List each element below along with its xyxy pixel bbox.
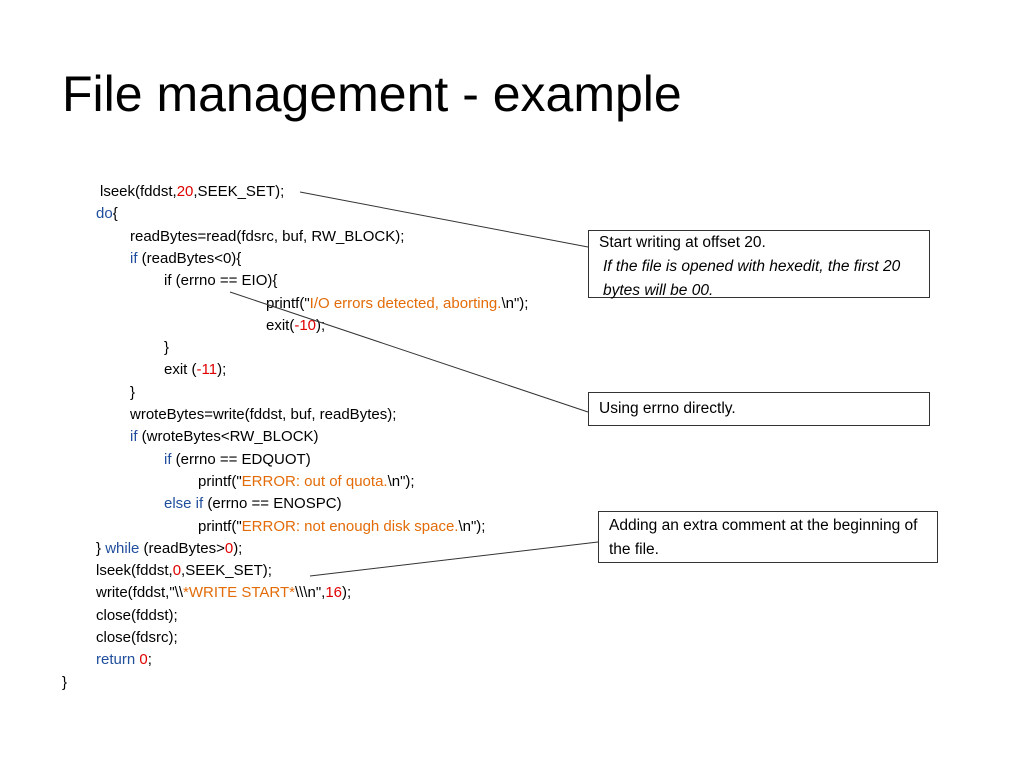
code-text: \\\n",: [294, 584, 326, 602]
code-text: close(fdsrc);: [96, 629, 178, 646]
code-text: ;: [147, 651, 152, 669]
code-keyword: else if: [164, 495, 204, 513]
code-text: }: [96, 539, 106, 557]
callout-offset-line2: If the file is opened with hexedit, the …: [603, 258, 901, 299]
connector-offset: [299, 191, 589, 248]
code-line: lseek(fddst,0,SEEK_SET);: [96, 561, 272, 581]
code-string: I/O errors detected, aborting.: [309, 294, 502, 312]
code-number: -10: [294, 316, 317, 334]
code-text: }: [164, 339, 170, 357]
code-text: {: [112, 205, 118, 223]
code-text: (readBytes<0){: [137, 249, 242, 267]
code-line: wroteBytes=write(fddst, buf, readBytes);: [130, 405, 396, 425]
code-line: printf("ERROR: out of quota.\n");: [198, 472, 415, 492]
code-line: exit (-11);: [164, 360, 226, 380]
code-line: if (readBytes<0){: [130, 249, 241, 269]
code-text: printf(": [198, 472, 242, 490]
code-keyword: do: [96, 205, 113, 223]
code-text: printf(": [198, 517, 242, 535]
code-text: }: [130, 383, 136, 401]
code-text: lseek(fddst,: [100, 183, 177, 200]
code-text: write(fddst,"\\: [96, 584, 184, 602]
callout-offset-line1: Start writing at offset 20.: [599, 234, 766, 251]
code-line: printf("I/O errors detected, aborting.\n…: [266, 294, 528, 314]
connector-errno: [229, 291, 589, 413]
code-line: if (errno == EDQUOT): [164, 450, 311, 470]
code-line: if (errno == EIO){: [164, 271, 277, 291]
code-number: 0: [224, 539, 234, 557]
code-line: return 0;: [96, 650, 152, 670]
code-keyword: if: [130, 249, 138, 267]
code-line: close(fddst);: [96, 606, 178, 626]
code-line: write(fddst,"\\*WRITE START*\\\n",16);: [96, 583, 351, 603]
code-line: exit(-10);: [266, 316, 325, 336]
slide-title: File management - example: [62, 66, 682, 122]
code-text: if (errno == EIO){: [164, 272, 278, 290]
code-text: exit (: [164, 361, 197, 379]
code-number: 0: [139, 651, 148, 669]
callout-offset: Start writing at offset 20. If the file …: [588, 230, 930, 299]
code-number: 20: [176, 183, 194, 200]
code-text: );: [342, 584, 352, 602]
code-line: }: [164, 338, 169, 358]
code-string: *WRITE START*: [183, 584, 295, 602]
code-number: 16: [325, 584, 342, 602]
code-text: (errno == ENOSPC): [203, 495, 342, 513]
code-number: -11: [196, 361, 218, 379]
code-keyword: if: [130, 428, 138, 446]
code-text: \n");: [458, 517, 486, 535]
code-number: 0: [172, 562, 182, 580]
code-text: );: [233, 539, 243, 557]
code-text: }: [62, 673, 68, 691]
code-line: } while (readBytes>0);: [96, 539, 242, 559]
code-text: exit(: [266, 316, 295, 334]
code-line: if (wroteBytes<RW_BLOCK): [130, 427, 319, 447]
code-text: (wroteBytes<RW_BLOCK): [137, 428, 319, 446]
connector-comment: [309, 541, 599, 577]
code-text: close(fddst);: [96, 606, 178, 624]
code-line: printf("ERROR: not enough disk space.\n"…: [198, 517, 485, 537]
code-text: \n");: [387, 472, 415, 490]
code-line: lseek(fddst,20,SEEK_SET);: [100, 182, 284, 202]
code-text: lseek(fddst,: [96, 562, 173, 580]
code-keyword: while: [105, 539, 140, 557]
code-line: do{: [96, 204, 118, 224]
code-line: close(fdsrc);: [96, 628, 178, 648]
code-string: ERROR: not enough disk space.: [241, 517, 459, 535]
code-text: wroteBytes=write(fddst, buf, readBytes);: [130, 406, 397, 423]
callout-errno: Using errno directly.: [588, 392, 930, 426]
code-text: \n");: [501, 294, 529, 312]
code-line: }: [62, 673, 67, 693]
callout-comment: Adding an extra comment at the beginning…: [598, 511, 938, 563]
code-text: ,SEEK_SET);: [181, 562, 272, 580]
code-text: (errno == EDQUOT): [171, 450, 311, 468]
code-text: );: [316, 316, 326, 334]
code-text: readBytes=read(fdsrc, buf, RW_BLOCK);: [130, 227, 405, 245]
code-line: else if (errno == ENOSPC): [164, 494, 342, 514]
code-text: );: [217, 361, 227, 379]
code-text: ,SEEK_SET);: [193, 183, 285, 200]
code-keyword: if: [164, 450, 172, 468]
code-line: }: [130, 383, 135, 403]
code-keyword: return: [96, 651, 136, 669]
code-string: ERROR: out of quota.: [241, 472, 388, 490]
code-text: (readBytes>: [139, 539, 225, 557]
code-line: readBytes=read(fdsrc, buf, RW_BLOCK);: [130, 227, 404, 247]
